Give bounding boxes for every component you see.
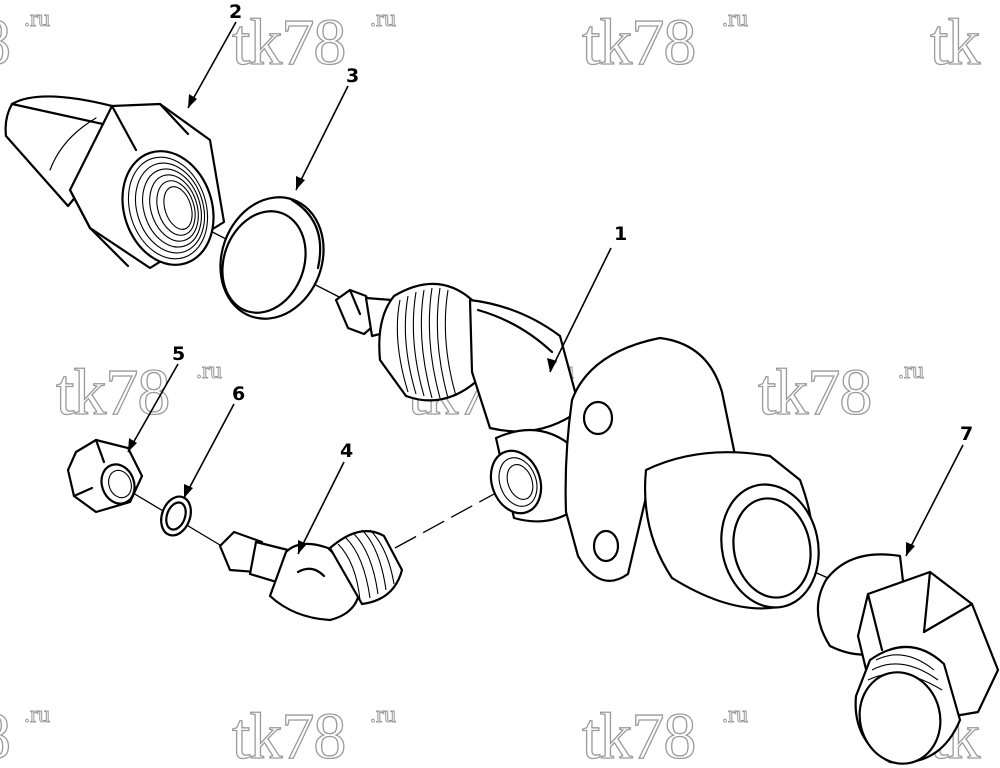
leader-line-1 xyxy=(549,247,612,373)
elbow-threads xyxy=(337,529,395,601)
watermark-top-right: tk78 .ru xyxy=(581,5,748,79)
part-2-cap-nut xyxy=(4,95,226,270)
watermark-suffix: .ru xyxy=(722,702,748,728)
valve-external-threads xyxy=(396,287,457,399)
leader-line-2 xyxy=(187,21,237,109)
leader-line-5 xyxy=(127,363,179,453)
valve-shaft xyxy=(468,298,582,433)
leader-line-3 xyxy=(295,85,349,191)
valve-outlet-bore xyxy=(732,497,812,599)
callout-label-7: 7 xyxy=(960,423,973,445)
watermark-bottom-center: tk78 .ru xyxy=(231,699,396,768)
cap-nut-cone xyxy=(4,102,132,208)
valve-tip-edge xyxy=(348,288,362,316)
outlet-hex-edge xyxy=(922,602,974,634)
watermark-suffix: .ru xyxy=(722,6,748,32)
gasket-thickness xyxy=(290,198,322,270)
flange-bolt-hole-lower xyxy=(592,529,620,563)
leader-line-6 xyxy=(183,403,235,499)
valve-shaft-ridge xyxy=(476,308,554,354)
watermark-text: tk78 xyxy=(582,700,695,768)
watermark-suffix: .ru xyxy=(370,702,396,728)
watermark-top-left-partial: 8 .ru xyxy=(0,5,51,79)
watermark-text: tk78 xyxy=(758,356,871,429)
arrowhead-3 xyxy=(296,176,305,190)
hex-edge xyxy=(158,102,190,136)
watermark-bottom-left-partial: 8 .ru xyxy=(0,699,51,768)
hex-edge xyxy=(68,188,92,230)
gasket-inner xyxy=(221,210,307,314)
watermark-suffix: .ru xyxy=(196,358,222,384)
watermark-text: tk78 xyxy=(232,6,345,79)
arrowhead-5 xyxy=(128,438,137,452)
cap-nut-cone-shade xyxy=(49,117,97,171)
leader-line-4 xyxy=(297,461,345,555)
watermark-text: tk78 xyxy=(232,700,345,768)
callout-5: 5 xyxy=(127,343,185,453)
flange-bolt-hole-upper xyxy=(582,400,614,436)
side-port-threads xyxy=(506,464,534,500)
callout-3: 3 xyxy=(295,65,359,191)
watermark-text: 8 xyxy=(0,700,10,768)
callout-label-5: 5 xyxy=(172,343,185,365)
callout-4: 4 xyxy=(297,440,353,555)
arrowhead-1 xyxy=(547,358,557,372)
arrowhead-6 xyxy=(184,484,193,498)
outlet-hex-edge xyxy=(922,570,932,634)
part-6-o-ring xyxy=(160,495,192,537)
callout-label-1: 1 xyxy=(614,223,627,245)
callout-label-4: 4 xyxy=(340,440,353,462)
side-port-threads xyxy=(498,457,538,507)
outlet-elbow-bore xyxy=(858,671,942,765)
callout-layer: 1 2 3 4 5 6 7 xyxy=(127,1,973,557)
watermark-top-center: tk78 .ru xyxy=(231,5,396,79)
small-nut-edge xyxy=(94,438,106,464)
callout-6: 6 xyxy=(183,383,245,499)
small-nut-edge xyxy=(72,486,94,498)
callout-2: 2 xyxy=(187,1,242,109)
elbow-bend-contour xyxy=(296,567,326,578)
watermark-suffix: .ru xyxy=(24,702,50,728)
watermark-suffix: .ru xyxy=(370,6,396,32)
part-7-outlet-elbow xyxy=(816,553,1000,765)
part-5-small-cap-nut xyxy=(66,438,144,514)
arrowhead-4 xyxy=(298,540,307,554)
watermark-text: tk78 xyxy=(582,6,695,79)
callout-1: 1 xyxy=(547,223,627,373)
cap-nut-internal-threads xyxy=(127,156,209,260)
arrowhead-2 xyxy=(188,94,197,108)
watermark-suffix: .ru xyxy=(24,6,50,32)
valve-threaded-section xyxy=(378,282,490,402)
watermark-suffix: .ru xyxy=(898,358,924,384)
callout-7: 7 xyxy=(905,423,973,557)
callout-label-2: 2 xyxy=(229,1,242,23)
axis-line-elbow xyxy=(394,487,506,549)
watermark-text: tk xyxy=(930,6,980,79)
hex-edge xyxy=(88,226,130,268)
watermark-text: tk78 xyxy=(56,356,169,429)
part-4-elbow-fitting xyxy=(218,529,404,622)
leader-line-7 xyxy=(905,444,964,557)
part-1-valve-body xyxy=(334,282,820,610)
watermark-bottom-right: tk78 .ru xyxy=(581,699,748,768)
outlet-hex-edge xyxy=(866,592,884,652)
callout-label-3: 3 xyxy=(346,65,359,87)
arrowhead-7 xyxy=(906,542,915,556)
o-ring-inner xyxy=(165,501,187,531)
hex-edge xyxy=(110,104,138,152)
watermark-mid-right: tk78 .ru xyxy=(757,355,924,429)
callout-label-6: 6 xyxy=(232,383,245,405)
small-nut-threads xyxy=(108,469,132,499)
part-3-gasket-ring xyxy=(219,196,325,320)
watermark-text: 8 xyxy=(0,6,10,79)
watermark-mid-left: tk78 .ru xyxy=(55,355,222,429)
watermark-top-far-right-partial: tk xyxy=(929,5,982,79)
cap-nut-cone-rim xyxy=(10,95,114,108)
